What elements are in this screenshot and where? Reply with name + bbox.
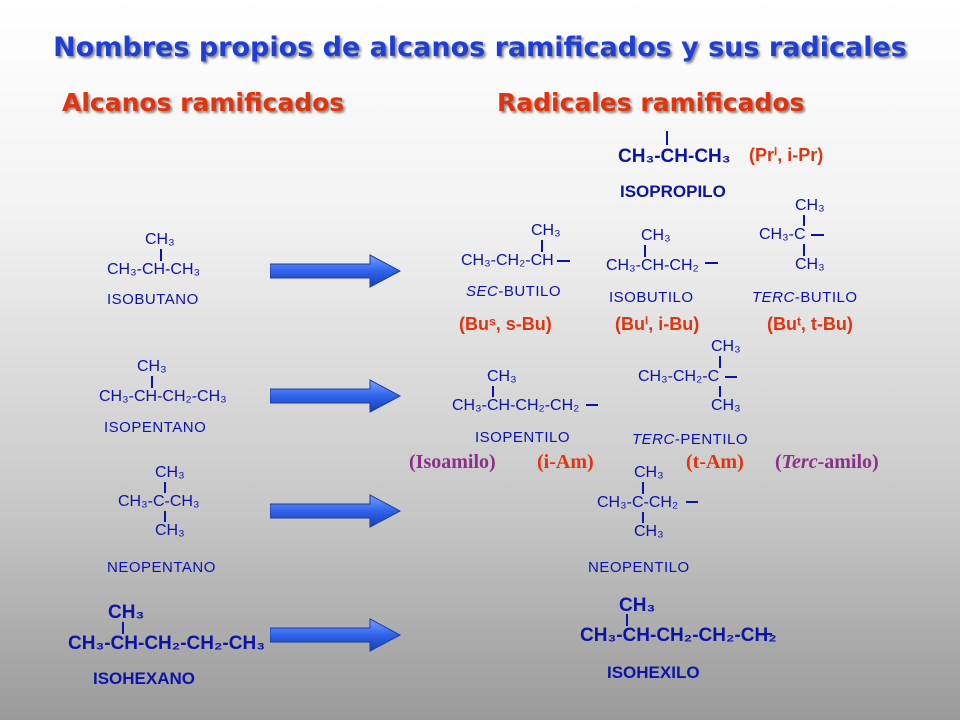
- isohexano-main-chain: CH₃-CH-CH₂-CH₂-CH₃: [68, 633, 265, 654]
- neopentano-bond-top: [164, 482, 166, 493]
- neopentilo-bottom-group: CH₃: [634, 523, 664, 540]
- isohexilo-free-bond: [759, 633, 772, 635]
- isopentano-bond: [151, 376, 153, 388]
- neopentano-bottom-group: CH₃: [155, 522, 185, 539]
- isopropilo-free-bond: [666, 131, 668, 145]
- isobutilo-abbreviation: (Buⁱ, i-Bu): [615, 314, 700, 334]
- sec-butilo-main-chain: CH₃-CH₂-CH: [461, 252, 554, 269]
- isopentilo-main-chain: CH₃-CH-CH₂-CH₂: [452, 397, 580, 414]
- terc-pentilo-bottom-group: CH₃: [711, 397, 741, 414]
- neopentilo-top-group: CH₃: [634, 464, 664, 481]
- terc-butilo-abbreviation: (Buᵗ, t-Bu): [767, 314, 853, 334]
- isohexano-top-group: CH₃: [108, 602, 145, 623]
- isobutilo-name: ISOBUTILO: [609, 289, 694, 306]
- terc-butilo-name: TERC-BUTILO: [752, 289, 858, 306]
- terc-butilo-free-bond: [811, 234, 824, 236]
- sec-butilo-name: SEC-BUTILO: [466, 283, 562, 300]
- isopentilo-top-group: CH₃: [487, 368, 517, 385]
- arrow-right-icon: [270, 494, 402, 528]
- isobutano-bond: [160, 249, 162, 261]
- arrow-right-icon: [270, 618, 402, 652]
- isopropilo-abbreviation: (Prⁱ, i-Pr): [749, 145, 824, 165]
- isobutilo-bond: [644, 245, 646, 257]
- isopentilo-free-bond: [586, 404, 598, 406]
- isobutano-top-group: CH₃: [145, 231, 175, 248]
- terc-butilo-bond-top: [803, 215, 805, 226]
- terc-butilo-bottom-group: CH₃: [795, 256, 825, 273]
- isopentilo-name: ISOPENTILO: [475, 429, 571, 446]
- terc-pentilo-bond-top: [719, 356, 721, 368]
- neopentilo-bond-top: [642, 482, 644, 494]
- isopentano-name: ISOPENTANO: [104, 419, 207, 436]
- terc-pentilo-free-bond: [725, 376, 737, 378]
- alkanes-heading: Alcanos ramificados: [62, 88, 345, 117]
- isohexilo-name: ISOHEXILO: [607, 663, 700, 682]
- terc-pentilo-abbreviation: (t-Am): [686, 451, 744, 473]
- isohexano-bond: [122, 622, 124, 634]
- isobutano-main-chain: CH₃-CH-CH₃: [107, 261, 201, 278]
- neopentilo-bond-bottom: [642, 512, 644, 523]
- isohexilo-main-chain: CH₃-CH-CH₂-CH₂-CH₂: [580, 625, 777, 646]
- sec-butilo-free-bond: [557, 260, 570, 262]
- neopentilo-name: NEOPENTILO: [588, 559, 690, 576]
- isobutilo-free-bond: [705, 262, 718, 264]
- terc-butilo-bond-bottom: [803, 244, 805, 256]
- isopentano-top-group: CH₃: [137, 358, 167, 375]
- isopentilo-abbreviation-common: (Isoamilo): [409, 451, 496, 473]
- isobutilo-main-chain: CH₃-CH-CH₂: [606, 257, 699, 274]
- isohexilo-top-group: CH₃: [619, 595, 656, 616]
- arrow-right-icon: [270, 379, 402, 413]
- isobutilo-top-group: CH₃: [641, 227, 671, 244]
- terc-pentilo-abbreviation-common: (Terc-amilo): [775, 451, 879, 473]
- isopropilo-name: ISOPROPILO: [620, 182, 726, 201]
- neopentano-bond-bottom: [164, 511, 166, 522]
- terc-butilo-top-group: CH₃: [795, 197, 825, 214]
- terc-pentilo-main-chain: CH₃-CH₂-C: [638, 368, 720, 385]
- isohexano-name: ISOHEXANO: [93, 669, 196, 688]
- isopentano-main-chain: CH₃-CH-CH₂-CH₃: [99, 388, 227, 405]
- terc-pentilo-bond-bottom: [719, 386, 721, 397]
- neopentilo-free-bond: [686, 501, 698, 503]
- sec-butilo-abbreviation: (Buˢ, s-Bu): [459, 314, 552, 334]
- arrow-right-icon: [270, 254, 402, 288]
- page-title: Nombres propios de alcanos ramificados y…: [53, 32, 907, 63]
- radicals-heading: Radicales ramificados: [497, 88, 805, 117]
- isopentilo-bond: [492, 386, 494, 397]
- neopentano-main-chain: CH₃-C-CH₃: [118, 493, 200, 510]
- sec-butilo-bond: [541, 240, 543, 252]
- isobutano-name: ISOBUTANO: [107, 291, 199, 308]
- terc-pentilo-top-group: CH₃: [711, 338, 741, 355]
- isohexilo-bond: [626, 614, 628, 626]
- terc-pentilo-name: TERC-PENTILO: [632, 431, 749, 448]
- isopropilo-main-chain: CH₃-CH-CH₃: [618, 146, 731, 167]
- neopentano-name: NEOPENTANO: [107, 559, 216, 576]
- neopentilo-main-chain: CH₃-C-CH₂: [597, 494, 679, 511]
- sec-butilo-top-group: CH₃: [531, 222, 561, 239]
- terc-butilo-main-chain: CH₃-C: [759, 226, 806, 243]
- neopentano-top-group: CH₃: [155, 464, 185, 481]
- isopentilo-abbreviation: (i-Am): [537, 451, 594, 473]
